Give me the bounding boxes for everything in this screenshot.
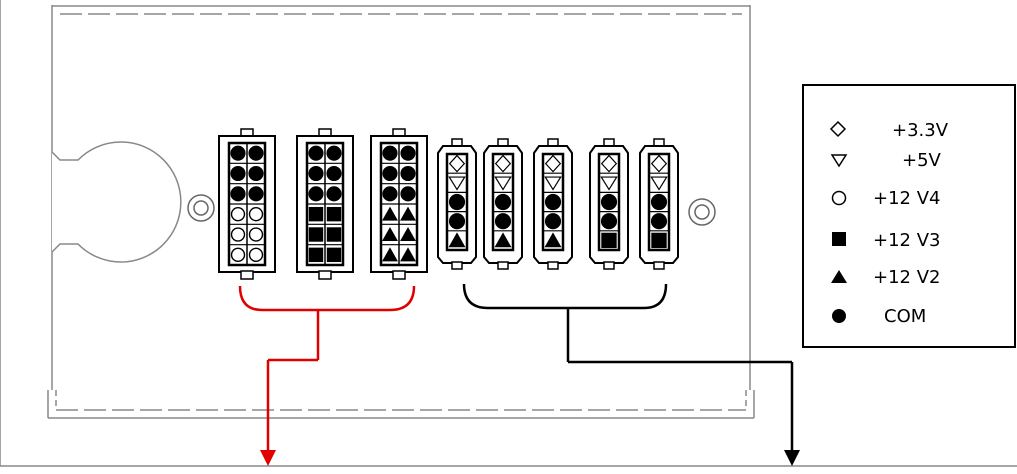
v12-4-pin-icon bbox=[248, 227, 264, 242]
com-pin-icon bbox=[326, 186, 342, 202]
v5-pin-icon bbox=[650, 176, 668, 191]
com-pin-icon bbox=[600, 213, 618, 230]
v5-pin-icon bbox=[600, 176, 618, 191]
v12-3-pin-icon bbox=[326, 227, 342, 242]
v12-4-pin-icon bbox=[230, 247, 246, 263]
com-pin-icon bbox=[650, 213, 668, 230]
v12-3-pin-icon bbox=[326, 247, 342, 263]
connector-4 bbox=[437, 138, 477, 270]
v12-2-pin-icon bbox=[382, 247, 398, 262]
v12-2-pin-icon bbox=[448, 232, 466, 248]
mounting-panel bbox=[47, 5, 755, 419]
com-pin-icon bbox=[308, 145, 324, 161]
v3-3-pin-icon bbox=[448, 154, 466, 173]
com-pin-icon bbox=[248, 145, 264, 161]
legend-circle-filled-icon bbox=[832, 309, 846, 323]
v12-3-pin-icon bbox=[651, 232, 667, 249]
legend-label-12v3: +12 V3 bbox=[873, 230, 940, 251]
com-pin-icon bbox=[326, 145, 342, 161]
legend-triangle-up-icon bbox=[831, 270, 847, 283]
legend-label-3v3: +3.3V bbox=[892, 120, 949, 141]
v12-3-pin-icon bbox=[308, 247, 324, 263]
v12-4-pin-icon bbox=[230, 227, 246, 242]
com-pin-icon bbox=[230, 145, 246, 161]
v5-pin-icon bbox=[448, 176, 466, 191]
v12-2-pin-icon bbox=[544, 232, 562, 248]
com-pin-icon bbox=[230, 165, 246, 182]
com-pin-icon bbox=[400, 145, 416, 161]
connector-1 bbox=[218, 128, 276, 280]
v12-3-pin-icon bbox=[308, 206, 324, 222]
v12-3-pin-icon bbox=[326, 206, 342, 222]
v5-pin-icon bbox=[494, 176, 512, 191]
v12-2-pin-icon bbox=[382, 206, 398, 221]
legend-label-12v4: +12 V4 bbox=[873, 188, 940, 209]
legend: +3.3V +5V +12 V4 +12 V3 +12 V2 COM bbox=[802, 84, 1016, 348]
connector-6 bbox=[533, 138, 573, 270]
v12-2-pin-icon bbox=[400, 226, 416, 241]
black-group-bracket bbox=[462, 283, 794, 452]
com-pin-icon bbox=[494, 213, 512, 230]
com-pin-icon bbox=[230, 186, 246, 202]
legend-diamond-icon bbox=[829, 120, 847, 138]
v12-4-pin-icon bbox=[248, 247, 264, 263]
com-pin-icon bbox=[544, 213, 562, 230]
com-pin-icon bbox=[382, 145, 398, 161]
small-connectors bbox=[437, 138, 679, 270]
legend-label-12v2: +12 V2 bbox=[873, 267, 940, 288]
v12-4-pin-icon bbox=[248, 206, 264, 222]
black-arrow-head bbox=[784, 450, 800, 466]
v12-2-pin-icon bbox=[494, 232, 512, 248]
com-pin-icon bbox=[494, 193, 512, 211]
legend-triangle-down-icon bbox=[830, 154, 848, 168]
com-pin-icon bbox=[544, 193, 562, 211]
v3-3-pin-icon bbox=[650, 154, 668, 173]
v5-pin-icon bbox=[544, 176, 562, 191]
connector-2 bbox=[296, 128, 354, 280]
com-pin-icon bbox=[248, 165, 264, 182]
v12-2-pin-icon bbox=[382, 226, 398, 241]
v12-2-pin-icon bbox=[400, 206, 416, 221]
com-pin-icon bbox=[448, 193, 466, 211]
com-pin-icon bbox=[448, 213, 466, 230]
connector-5 bbox=[483, 138, 523, 270]
connector-3 bbox=[370, 128, 428, 280]
legend-label-5v: +5V bbox=[902, 150, 942, 171]
com-pin-icon bbox=[248, 186, 264, 202]
com-pin-icon bbox=[382, 165, 398, 182]
v12-3-pin-icon bbox=[601, 232, 617, 249]
v3-3-pin-icon bbox=[544, 154, 562, 173]
com-pin-icon bbox=[400, 186, 416, 202]
v12-2-pin-icon bbox=[400, 247, 416, 262]
connector-8 bbox=[639, 138, 679, 270]
v3-3-pin-icon bbox=[600, 154, 618, 173]
screw-right bbox=[688, 198, 716, 226]
com-pin-icon bbox=[308, 165, 324, 182]
com-pin-icon bbox=[308, 186, 324, 202]
com-pin-icon bbox=[400, 165, 416, 182]
connector-7 bbox=[589, 138, 629, 270]
v3-3-pin-icon bbox=[494, 154, 512, 173]
red-arrow-head bbox=[260, 450, 276, 466]
com-pin-icon bbox=[326, 165, 342, 182]
com-pin-icon bbox=[382, 186, 398, 202]
panel-cutout bbox=[51, 141, 182, 263]
legend-label-com: COM bbox=[884, 306, 926, 327]
screw-left bbox=[187, 194, 215, 222]
v12-4-pin-icon bbox=[230, 206, 246, 222]
com-pin-icon bbox=[600, 193, 618, 211]
large-connectors bbox=[218, 128, 428, 280]
v12-3-pin-icon bbox=[308, 227, 324, 242]
legend-circle-outline-icon bbox=[831, 190, 847, 206]
legend-square-icon bbox=[832, 232, 846, 246]
com-pin-icon bbox=[650, 193, 668, 211]
red-group-bracket bbox=[238, 285, 416, 452]
